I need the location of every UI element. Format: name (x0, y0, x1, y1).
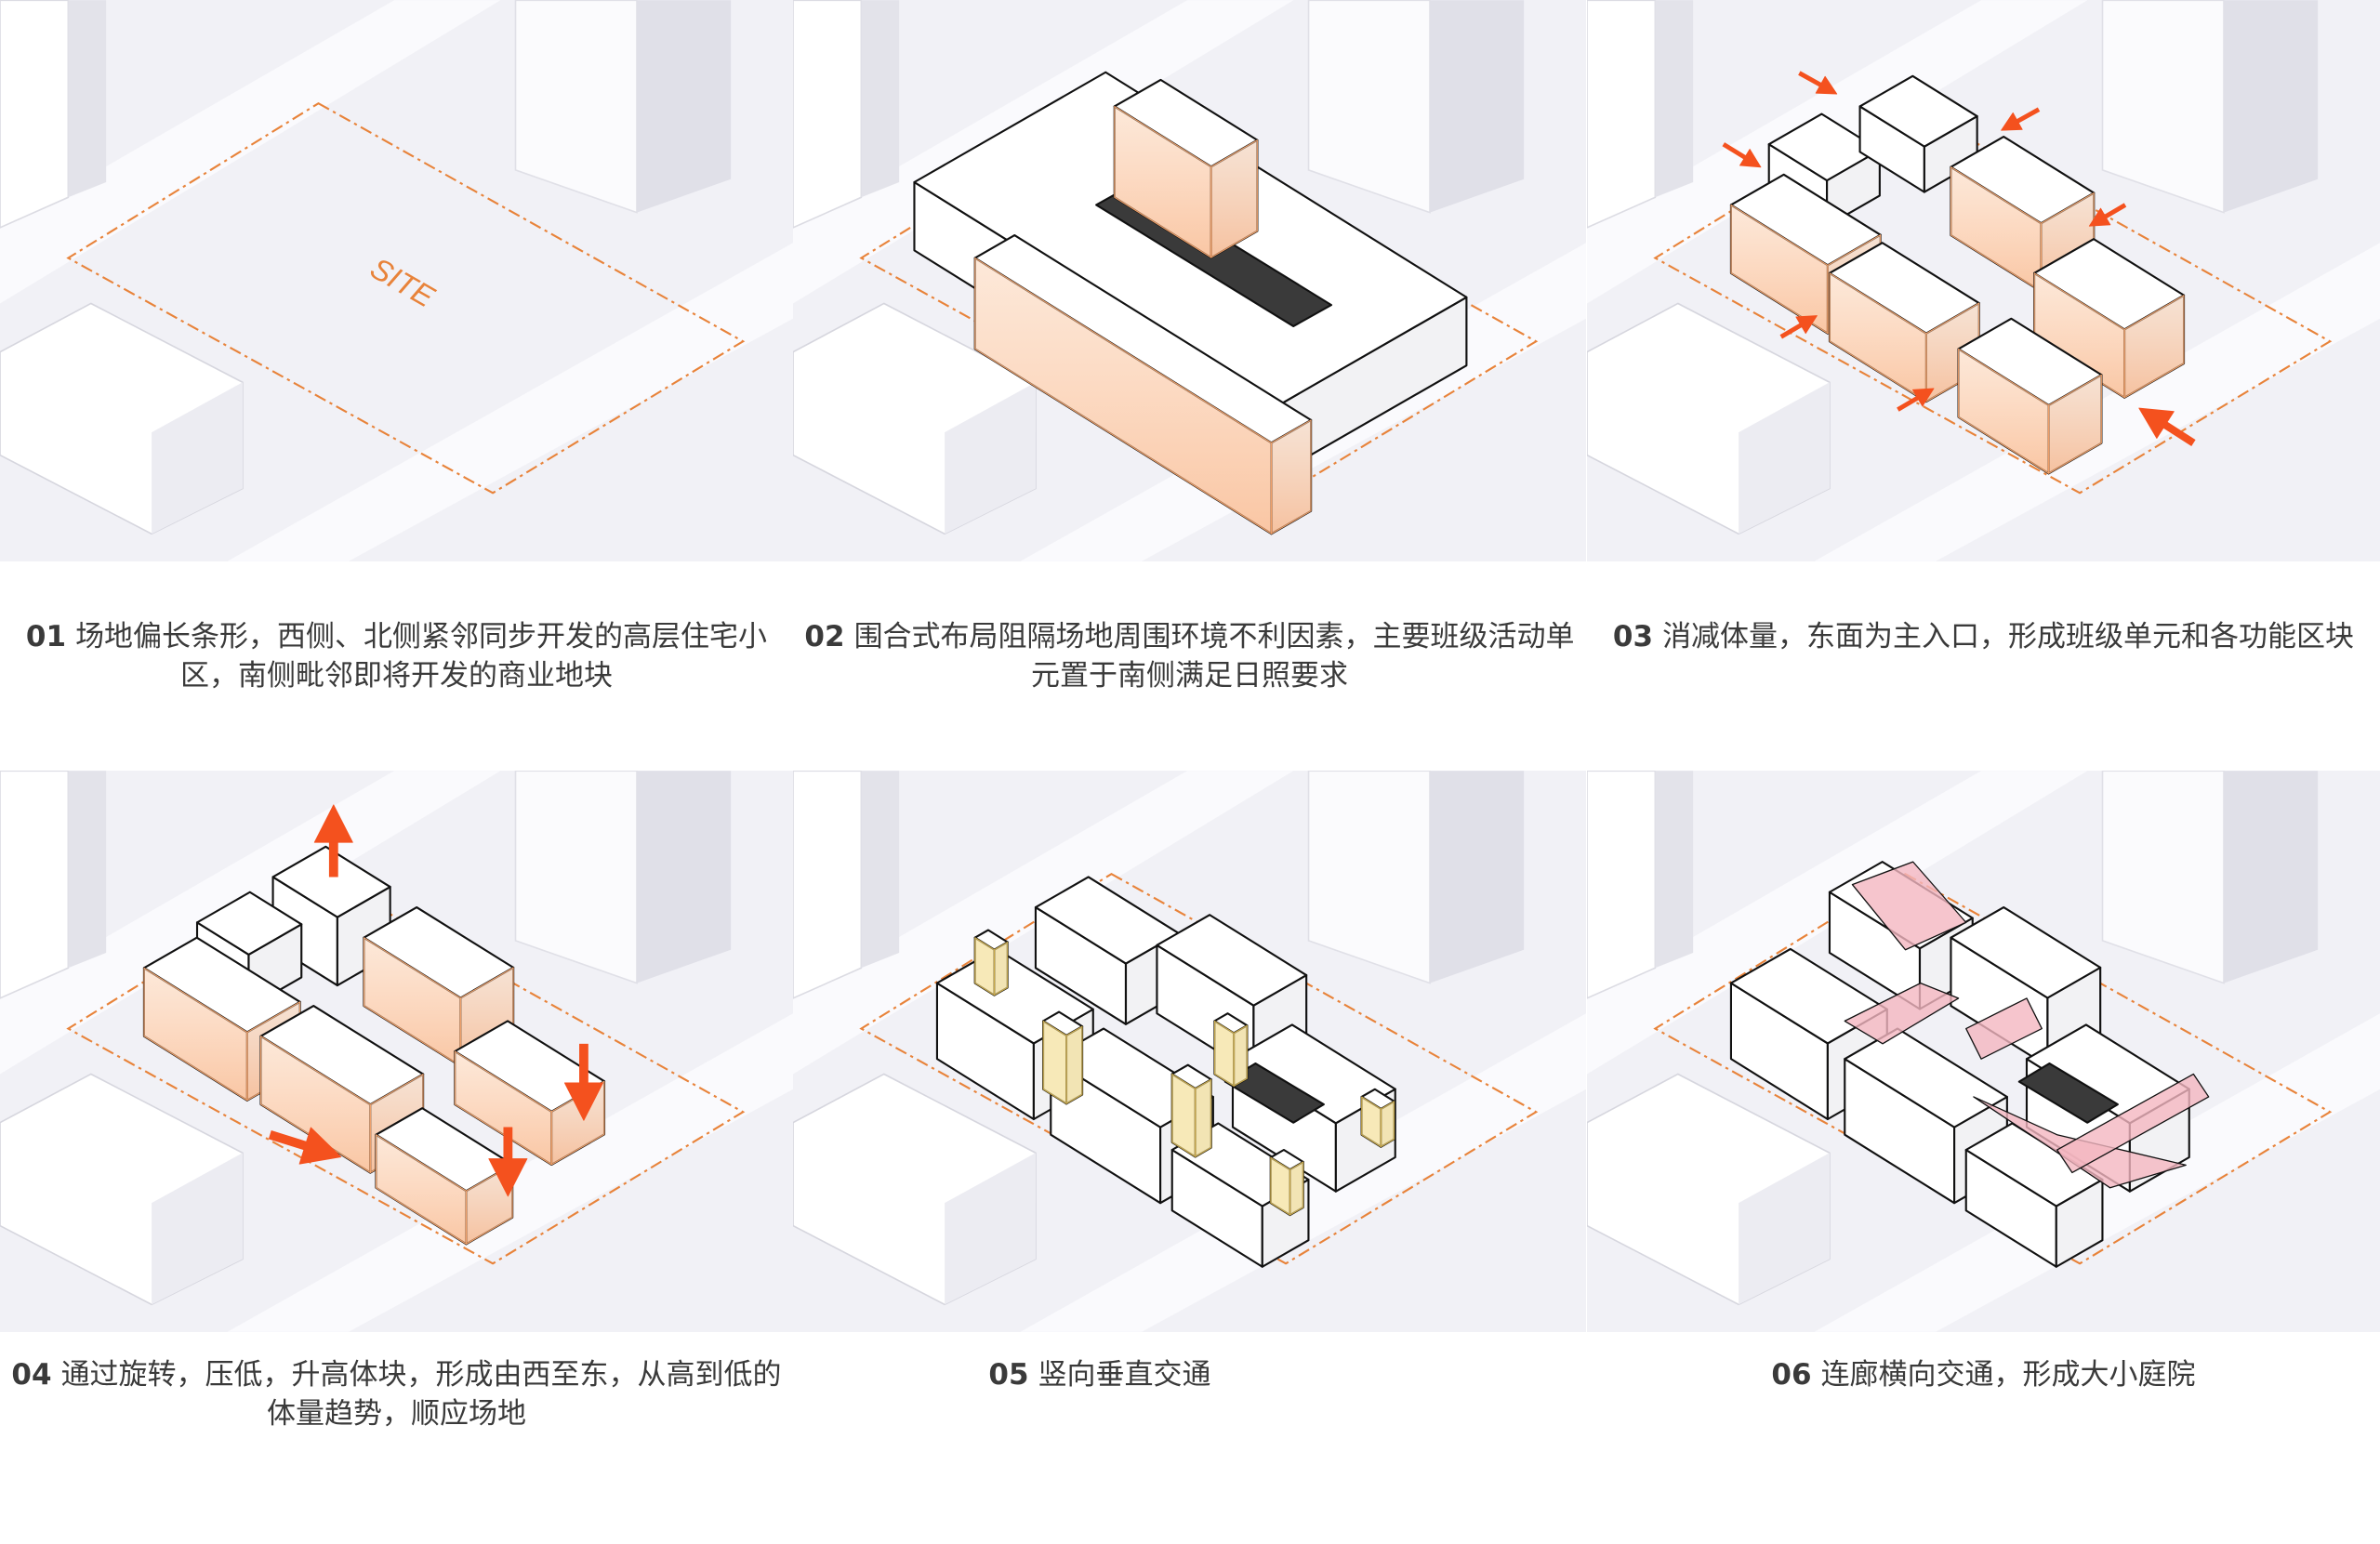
caption-number: 01 (25, 620, 67, 653)
caption-text: 场地偏长条形，西侧、北侧紧邻同步开发的高层住宅小区，南侧毗邻即将开发的商业地块 (75, 620, 768, 693)
arrow-head-icon (1912, 388, 1935, 407)
diagram-panel-06 (1587, 771, 2380, 1332)
building-mass-top (1156, 914, 1308, 1007)
building-mass-top (1858, 74, 1978, 148)
building-masses (142, 804, 606, 1246)
context-background (793, 771, 1586, 1332)
caption-number: 04 (11, 1358, 52, 1392)
vertical-circulation-axonometric (793, 771, 1586, 1332)
horizontal-corridor-axonometric (1587, 771, 2380, 1332)
arrow-head-icon (2088, 207, 2111, 227)
tinted-volume (2048, 374, 2102, 474)
building-masses (935, 876, 1396, 1268)
tinted-volume (1195, 1078, 1212, 1157)
diagram-panel-02 (793, 0, 1586, 561)
tinted-volume (1042, 1020, 1067, 1104)
building-masses (913, 71, 1468, 535)
tinted-volume (1289, 1161, 1304, 1216)
tinted-volume (1171, 1073, 1197, 1157)
diagram-panel-01: SITE (0, 0, 793, 561)
corridor (1844, 982, 1960, 1045)
courtyard-void (2017, 1062, 2119, 1124)
context-background (0, 771, 793, 1332)
corridor (1851, 861, 1967, 951)
tinted-volume (2123, 295, 2185, 399)
caption-text: 围合式布局阻隔场地周围环境不利因素，主要班级活动单元置于南侧满足日照要求 (853, 620, 1575, 693)
rotation-axonometric (0, 771, 793, 1332)
caption-number: 03 (1612, 620, 1654, 653)
context-background (1587, 0, 2380, 561)
caption-number: 02 (804, 620, 845, 653)
tinted-volume (1380, 1101, 1395, 1148)
diagram-panel-05 (793, 771, 1586, 1332)
building-mass-top (271, 845, 391, 918)
caption-05: 05 竖向垂直交通 (793, 1355, 1407, 1394)
corridor (2056, 1073, 2210, 1174)
arrow-head-icon (1739, 149, 1762, 168)
arrow-head-icon (1815, 75, 1838, 95)
caption-text: 连廊横向交通，形成大小庭院 (1820, 1358, 2196, 1392)
diagram-panel-04 (0, 771, 793, 1332)
tinted-volume (1271, 419, 1312, 534)
arrow-head-icon (1795, 315, 1818, 335)
volume-reduction-axonometric (1587, 0, 2380, 561)
caption-number: 06 (1771, 1358, 1812, 1392)
caption-text: 通过旋转，压低，升高体块，形成由西至东，从高到低的体量趋势，顺应场地 (60, 1358, 782, 1431)
site-axonometric: SITE (0, 0, 793, 561)
building-masses (1729, 861, 2210, 1268)
tinted-volume (1065, 1025, 1083, 1104)
caption-text: 消减体量，东面为主入口，形成班级单元和各功能区块 (1662, 620, 2355, 653)
arrow-head-icon (563, 1082, 603, 1121)
building-mass-top (195, 891, 303, 957)
tinted-volume (994, 941, 1009, 996)
tinted-volume (1210, 139, 1258, 258)
corridor (1965, 997, 2043, 1060)
building-mass-top (1950, 905, 2102, 999)
caption-text: 竖向垂直交通 (1038, 1358, 1211, 1392)
arrow-head-icon (298, 1127, 342, 1165)
tinted-volume (1213, 1020, 1235, 1087)
enclosed-layout-axonometric (793, 0, 1586, 561)
building-masses (1722, 71, 2196, 475)
tinted-volume (1233, 1024, 1248, 1087)
arrow-head-icon (313, 804, 353, 843)
diagram-panel-03 (1587, 0, 2380, 561)
arrow-head-icon (2001, 112, 2023, 131)
caption-number: 05 (988, 1358, 1029, 1392)
arrow-head-icon (488, 1158, 528, 1197)
arrow-head-icon (2138, 407, 2175, 439)
